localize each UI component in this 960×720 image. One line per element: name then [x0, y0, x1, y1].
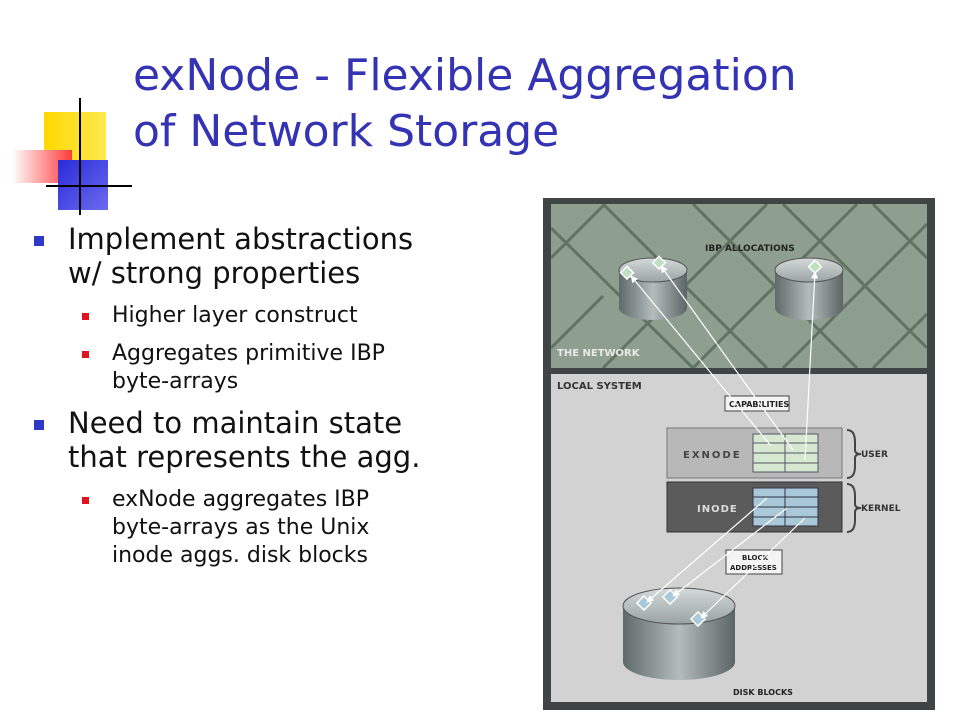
local-system-label: LOCAL SYSTEM [557, 381, 642, 392]
block-addresses-label-line-1: BLOCK [742, 554, 769, 562]
bullet-text-line: Implement abstractions [68, 222, 414, 256]
bullet-text-line: w/ strong properties [68, 256, 361, 290]
bullet-text-line: Need to maintain state [68, 406, 403, 440]
slide-title-line-2: of Network Storage [133, 106, 560, 157]
slide-title: exNode - Flexible Aggregation of Network… [133, 48, 943, 160]
the-network-label: THE NETWORK [557, 348, 641, 359]
exnode-architecture-diagram: IBP ALLOCATIONS THE NETWORK LOCAL SYSTEM… [543, 198, 935, 710]
sub-bullet-item: exNode aggregates IBP byte-arrays as the… [68, 486, 535, 570]
local-system-panel [551, 374, 927, 702]
user-label: USER [861, 450, 888, 460]
inode-table [752, 487, 819, 527]
block-addresses-tag [725, 549, 783, 575]
ibp-allocations-label: IBP ALLOCATIONS [705, 244, 795, 254]
ibp-depot-cylinder [774, 257, 844, 320]
capabilities-label: CAPABILITIES [729, 400, 789, 409]
capability-arrows [630, 265, 819, 461]
user-brace [846, 429, 862, 479]
inode-label: INODE [697, 504, 738, 515]
sub-bullet-text-line: exNode aggregates IBP [112, 487, 369, 512]
block-address-arrows [646, 497, 806, 619]
sub-bullet-text-line: Aggregates primitive IBP [112, 341, 385, 366]
sub-bullet-text-line: byte-arrays as the Unix [112, 515, 370, 540]
sub-bullet-text-line: inode aggs. disk blocks [112, 543, 368, 568]
bullet-list: Implement abstractions w/ strong propert… [30, 222, 535, 580]
sub-bullet-item: Aggregates primitive IBP byte-arrays [68, 340, 535, 396]
sub-bullet-item: Higher layer construct [68, 302, 535, 330]
network-panel [551, 204, 927, 368]
kernel-brace [846, 483, 862, 533]
sub-bullet-text-line: byte-arrays [112, 369, 239, 394]
sub-bullet-list: Higher layer construct Aggregates primit… [68, 302, 535, 396]
capabilities-tag [724, 395, 790, 412]
exnode-label: EXNODE [683, 450, 742, 461]
sub-bullet-text-line: Higher layer construct [112, 303, 358, 328]
slide-title-line-1: exNode - Flexible Aggregation [133, 50, 797, 101]
disk-blocks-label: DISK BLOCKS [733, 688, 793, 697]
kernel-label: KERNEL [861, 504, 901, 514]
bullet-text-line: that represents the agg. [68, 440, 421, 474]
bullet-item: Implement abstractions w/ strong propert… [30, 222, 535, 396]
bullet-item: Need to maintain state that represents t… [30, 406, 535, 570]
sub-bullet-list: exNode aggregates IBP byte-arrays as the… [68, 486, 535, 570]
corner-logo-squares [12, 98, 132, 215]
